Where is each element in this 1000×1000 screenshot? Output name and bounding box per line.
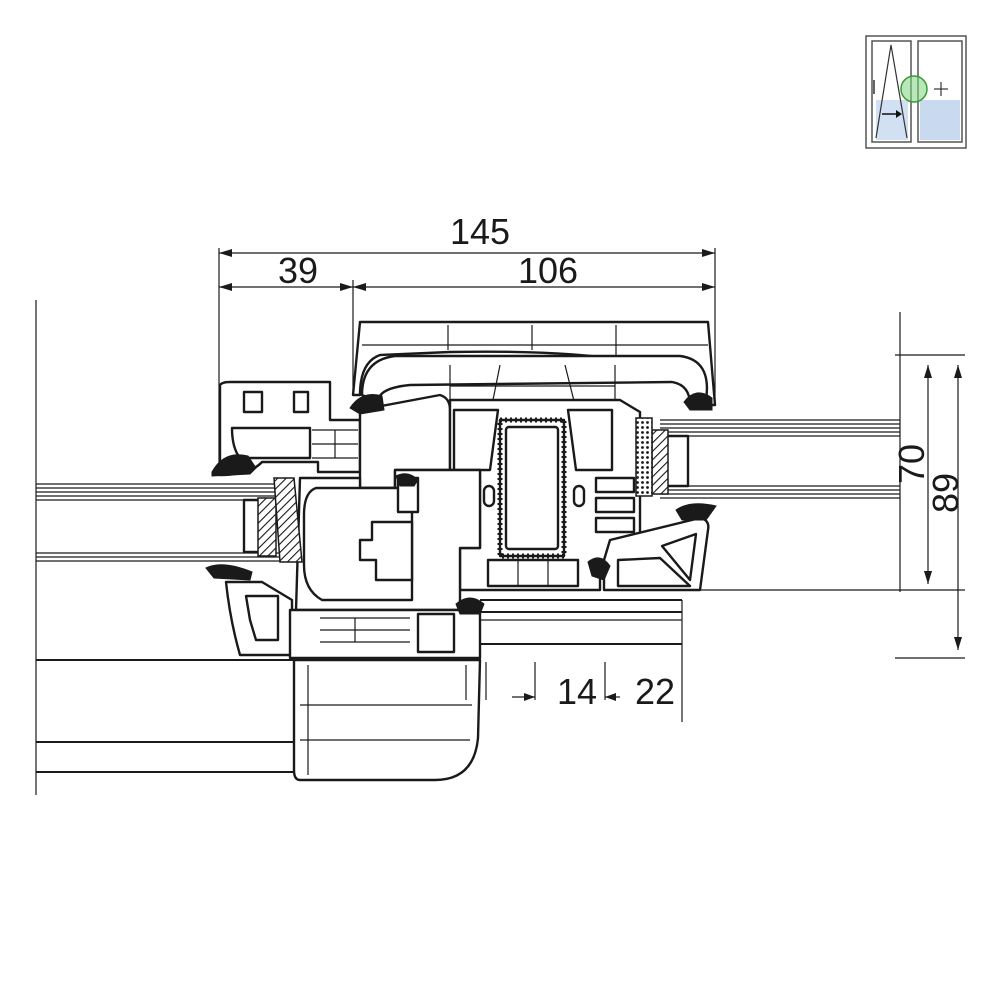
dim-offset-small-label: 14 xyxy=(557,671,597,712)
dim-glazing-inner-label: 70 xyxy=(891,444,932,484)
dim-overall-width-label: 145 xyxy=(450,211,510,252)
section-marker xyxy=(900,75,928,103)
seal-gaskets xyxy=(205,392,717,615)
sliding-window-icon xyxy=(865,35,967,149)
right-glazing-unit xyxy=(651,419,900,499)
dim-glazing-outer-label: 89 xyxy=(925,473,966,513)
left-glazing-unit xyxy=(36,483,290,562)
dim-offset-large-label: 22 xyxy=(635,671,675,712)
thumbnail-glass xyxy=(920,100,960,140)
top-cover-profile xyxy=(351,320,717,407)
wall-lines xyxy=(35,300,682,795)
dim-sash-width-label: 106 xyxy=(518,250,578,291)
right-lower-profile xyxy=(602,516,710,592)
insulation-strips xyxy=(273,417,653,563)
bottom-sill-profile xyxy=(292,658,482,782)
inner-sash-profile xyxy=(294,468,482,612)
center-sash-profile xyxy=(358,393,642,592)
dim-frame-width-label: 39 xyxy=(278,250,318,291)
left-lower-frame xyxy=(224,580,482,660)
